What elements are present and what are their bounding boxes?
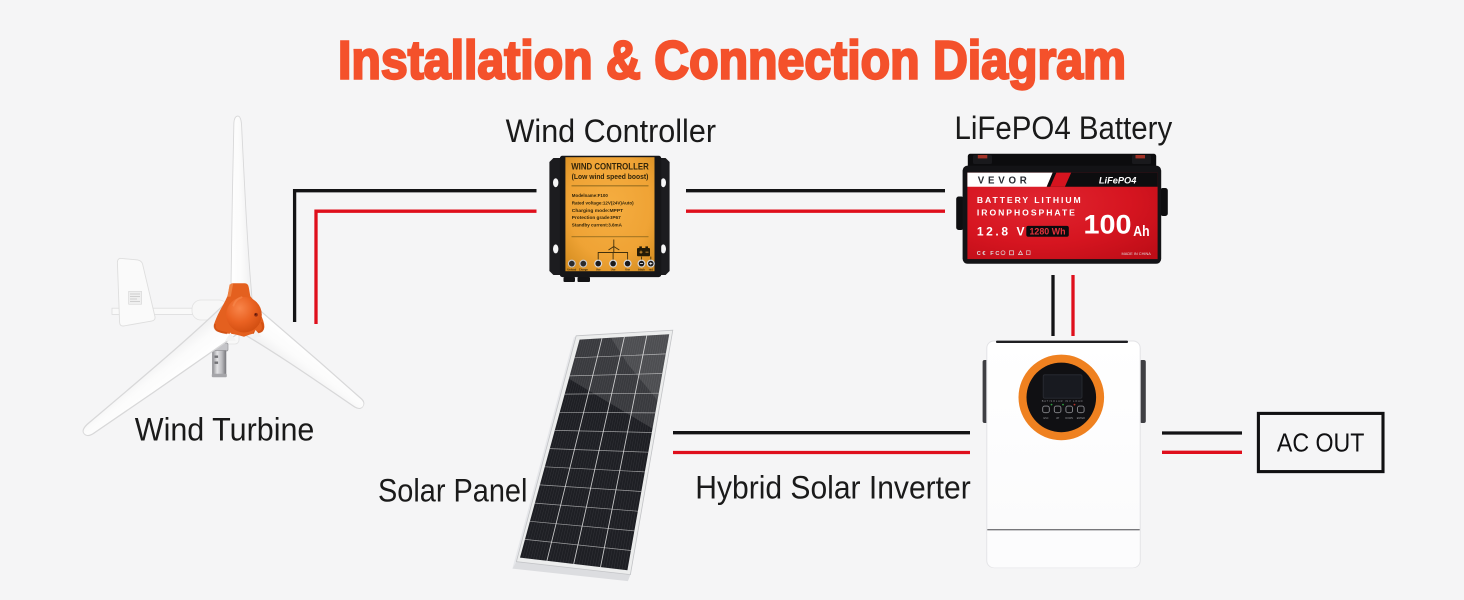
svg-text:Hybrid Solar Inverter: Hybrid Solar Inverter (695, 469, 970, 506)
svg-text:DOWN: DOWN (1065, 417, 1073, 420)
svg-text:Standby current:3.6mA: Standby current:3.6mA (572, 223, 623, 228)
svg-text:IRONPHOSPHATE: IRONPHOSPHATE (977, 207, 1075, 217)
svg-text:MADE IN CHINA: MADE IN CHINA (1122, 251, 1152, 256)
svg-text:WIND CONTROLLER: WIND CONTROLLER (571, 161, 649, 171)
svg-text:VEVOR: VEVOR (978, 175, 1027, 186)
svg-text:Installation & Connection Diag: Installation & Connection Diagram (338, 31, 1126, 91)
svg-text:100: 100 (1084, 210, 1132, 240)
svg-text:Unload: Unload (567, 267, 576, 271)
svg-text:12.8 V: 12.8 V (977, 225, 1025, 239)
svg-text:(Low wind speed boost): (Low wind speed boost) (572, 172, 649, 181)
svg-text:Wind Turbine: Wind Turbine (135, 411, 315, 448)
svg-text:Use: Use (625, 267, 630, 271)
svg-text:Ah: Ah (1133, 224, 1149, 240)
svg-text:Rated voltage:12V(24V)Auto): Rated voltage:12V(24V)Auto) (572, 200, 634, 205)
svg-text:1280 Wh: 1280 Wh (1030, 226, 1066, 236)
svg-text:LiFePO4 Battery: LiFePO4 Battery (955, 109, 1173, 146)
svg-text:red: red (649, 267, 653, 271)
svg-text:Protection grade:IP67: Protection grade:IP67 (572, 215, 622, 220)
svg-text:ESC: ESC (1044, 417, 1049, 420)
svg-text:ENTER: ENTER (1077, 417, 1085, 420)
svg-text:Charging mode:MPPT: Charging mode:MPPT (572, 208, 624, 213)
svg-text:UP: UP (1056, 417, 1060, 420)
svg-text:BAT/SOLAR INV LOAD: BAT/SOLAR INV LOAD (1042, 399, 1084, 403)
svg-text:black: black (638, 267, 645, 271)
svg-text:Use: Use (596, 267, 601, 271)
svg-text:Solar Panel: Solar Panel (378, 472, 527, 509)
svg-text:Charge: Charge (579, 267, 588, 271)
svg-text:Wind Controller: Wind Controller (506, 112, 716, 149)
svg-text:AC OUT: AC OUT (1277, 429, 1365, 457)
svg-text:Modelname:F100: Modelname:F100 (572, 193, 608, 198)
svg-text:LiFePO4: LiFePO4 (1099, 175, 1137, 186)
svg-text:Use: Use (611, 267, 616, 271)
svg-text:C€ FC: C€ FC (977, 251, 1001, 257)
